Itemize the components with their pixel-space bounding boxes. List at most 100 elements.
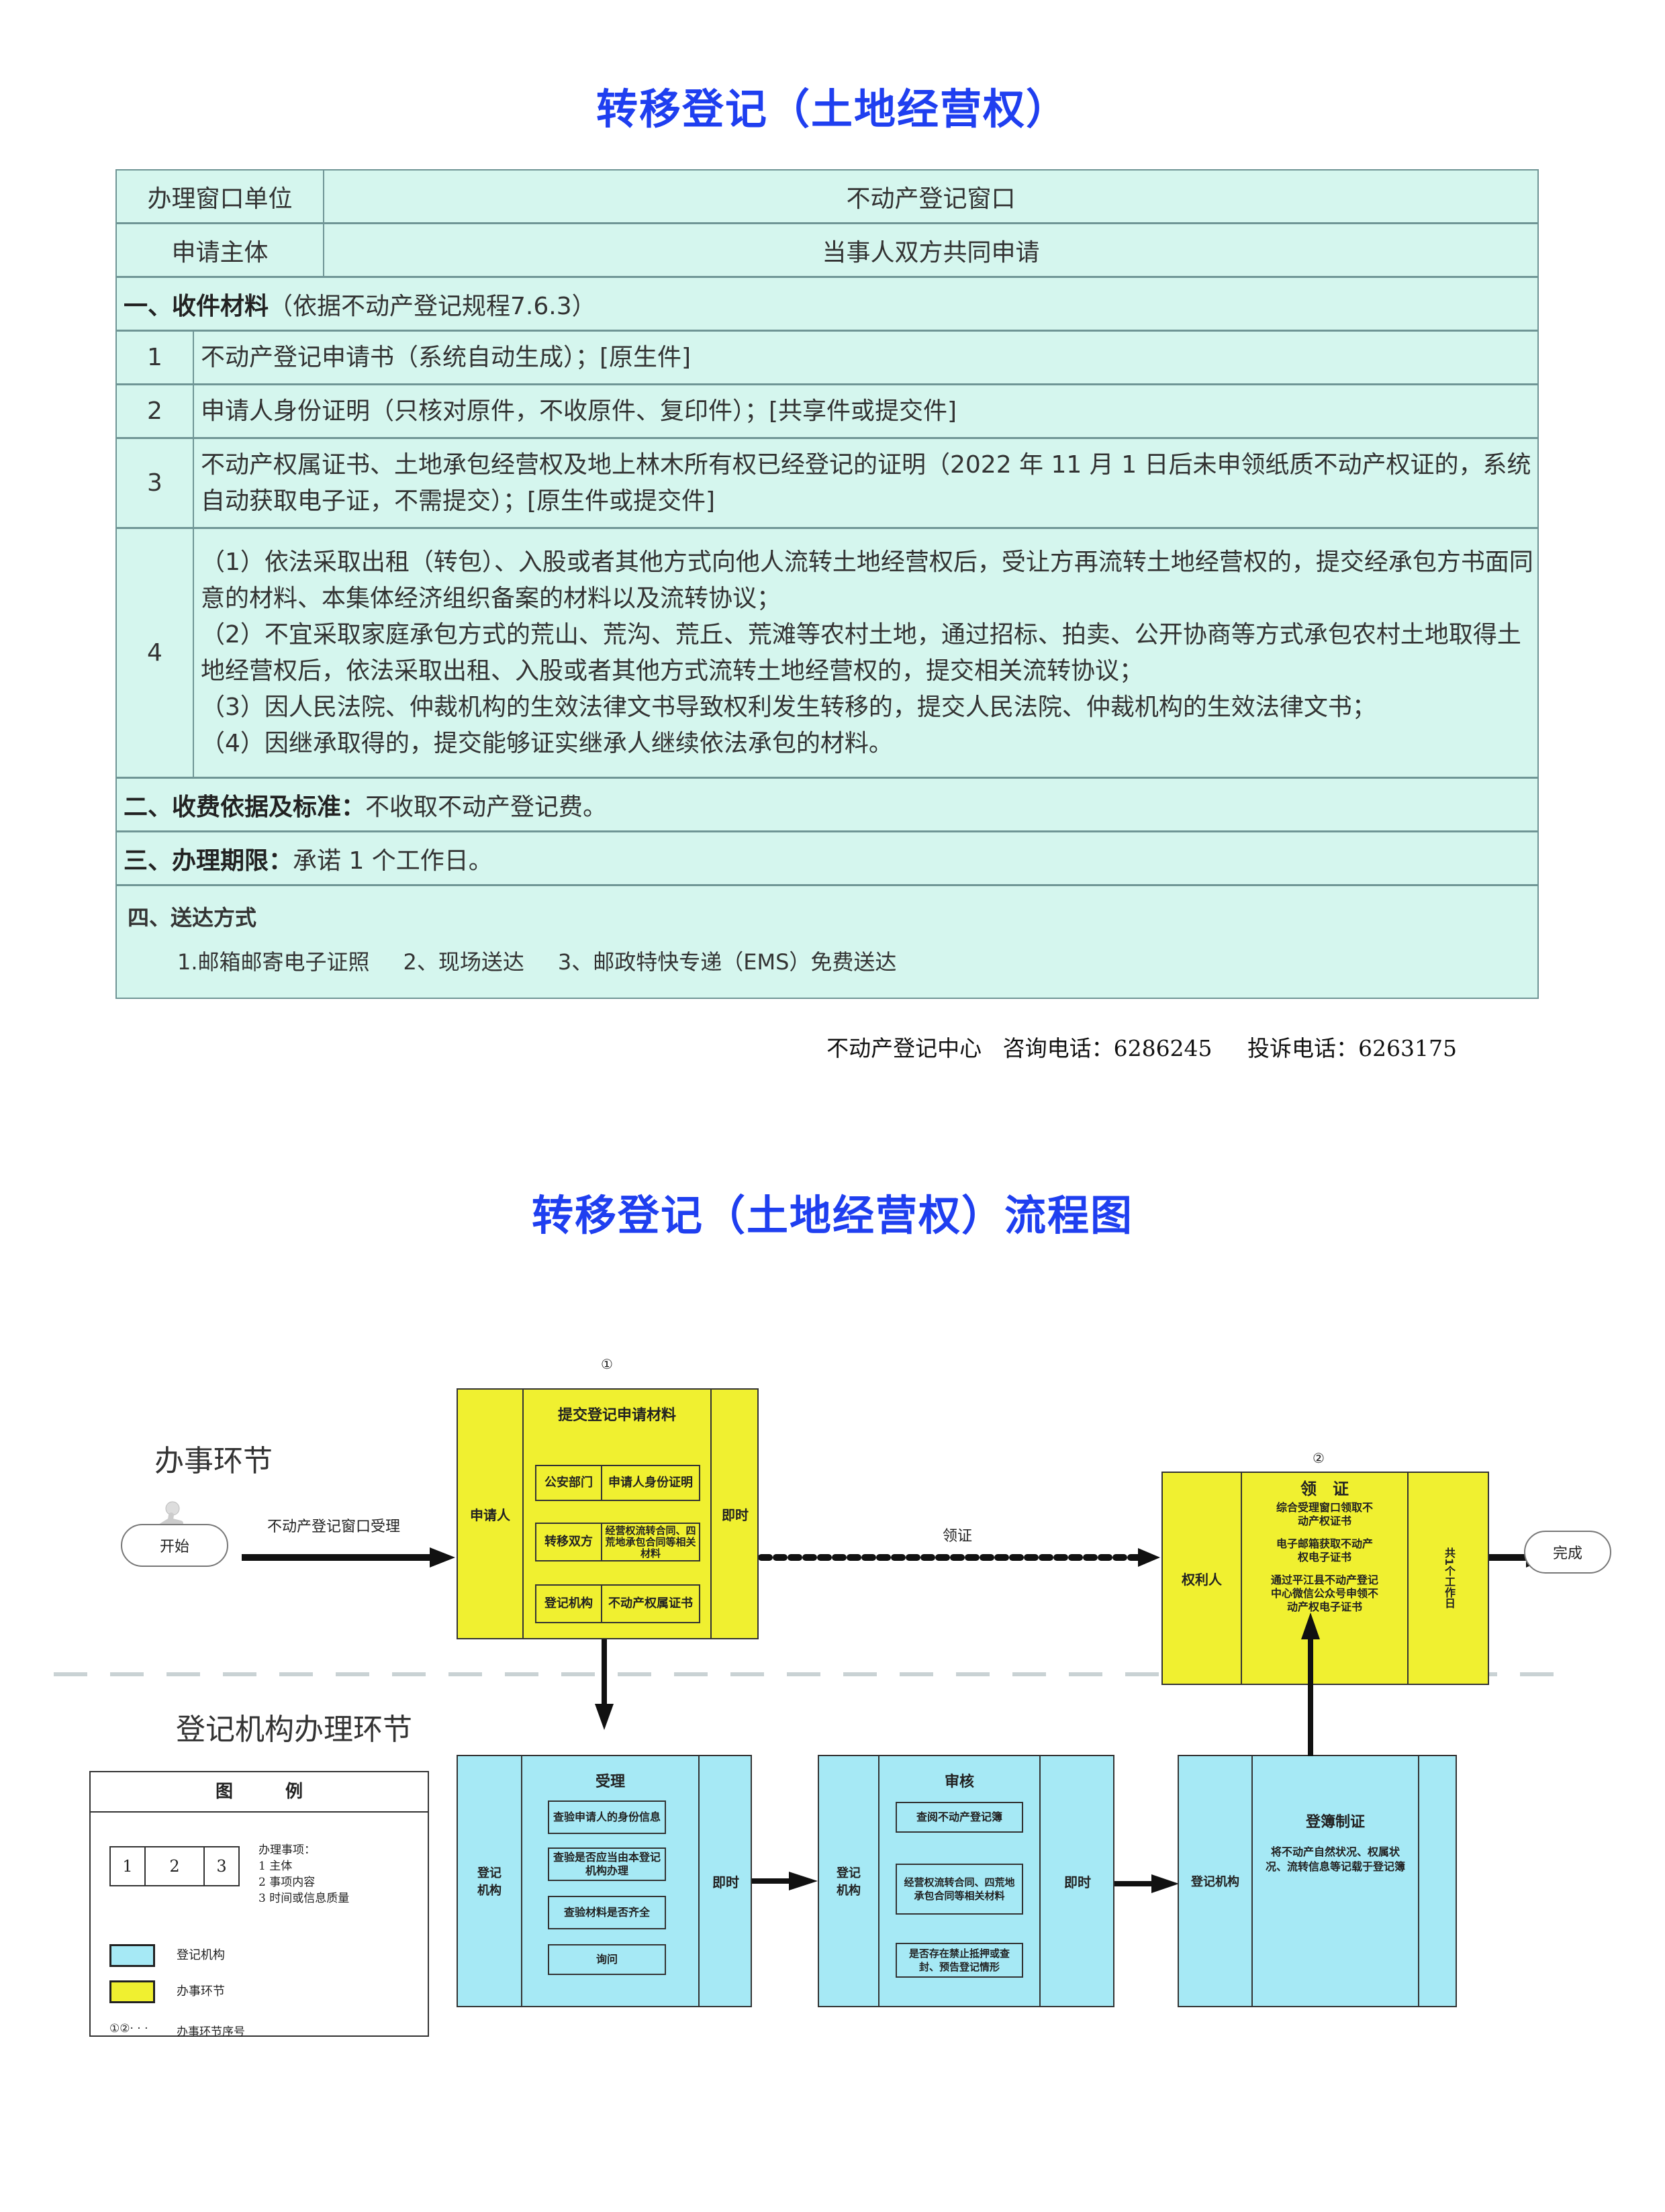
- consult-phone: 咨询电话：6286245: [1002, 1035, 1212, 1061]
- lane-label-bottom: 登记机构办理环节: [176, 1713, 412, 1747]
- accept-item: 询问: [548, 1944, 666, 1975]
- legend-swatch-blue: [109, 1944, 155, 1967]
- item-who: 转移双方: [536, 1524, 602, 1560]
- arrow-step1-to-step2: [759, 1548, 1160, 1567]
- review-item: 经营权流转合同、四荒地承包合同等相关材料: [896, 1864, 1023, 1915]
- material-subitem: （1）依法采取出租（转包）、入股或者其他方式向他人流转土地经营权后，受让方再流转…: [201, 548, 1533, 612]
- legend-item-list: 办理事项： 1 主体 2 事项内容 3 时间或信息质量: [258, 1842, 349, 1907]
- step1-seq: ①: [601, 1356, 613, 1372]
- table-row: 办理窗口单位 不动产登记窗口: [117, 171, 1537, 224]
- legend-blue-label: 登记机构: [177, 1948, 225, 1962]
- material-text: 不动产权属证书、土地承包经营权及地上林木所有权已经登记的证明（2022 年 11…: [201, 450, 1531, 515]
- legend-swatch-yellow: [109, 1980, 155, 2003]
- value-applicant: 当事人双方共同申请: [822, 238, 1040, 267]
- delivery-option: 2、现场送达: [403, 949, 524, 975]
- section2-heading: 二、收费依据及标准：: [124, 793, 366, 821]
- accept-time: 即时: [712, 1874, 739, 1890]
- start-node: 开始: [121, 1524, 228, 1567]
- legend-item-heading: 办理事项：: [258, 1843, 316, 1857]
- material-number: 1: [117, 332, 194, 383]
- material-number: 4: [117, 529, 194, 777]
- info-table: 办理窗口单位 不动产登记窗口 申请主体 当事人双方共同申请 一、收件材料（依据不…: [115, 169, 1539, 999]
- step1-item: 公安部门 申请人身份证明: [535, 1465, 700, 1501]
- item-what: 申请人身份证明: [608, 1476, 693, 1490]
- item-who: 登记机构: [536, 1586, 602, 1622]
- review-item: 是否存在禁止抵押或查封、预告登记情形: [896, 1943, 1023, 1978]
- step2-subject: 权利人: [1163, 1473, 1242, 1684]
- step2-time: 共1个工作日: [1443, 1547, 1456, 1609]
- material-number: 2: [117, 385, 194, 437]
- accept-item: 查验材料是否齐全: [548, 1896, 666, 1929]
- accept-box: 登记机构 受理 即时 查验申请人的身份信息 查验是否应当由本登记机构办理 查验材…: [457, 1755, 752, 2007]
- table-row: 申请主体 当事人双方共同申请: [117, 224, 1537, 278]
- material-row: 3 不动产权属证书、土地承包经营权及地上林木所有权已经登记的证明（2022 年 …: [117, 439, 1537, 529]
- step1-box: 申请人 提交登记申请材料 即时 公安部门 申请人身份证明 转移双方 经营权流转合…: [457, 1388, 759, 1639]
- step1-subject: 申请人: [458, 1390, 524, 1638]
- accept-subject: 登记机构: [458, 1756, 522, 2006]
- step1-time: 即时: [722, 1506, 749, 1523]
- arrow-label-window: 不动产登记窗口受理: [267, 1519, 401, 1535]
- accept-title: 受理: [595, 1774, 625, 1790]
- step1-content: 提交登记申请材料: [524, 1390, 712, 1638]
- step2-line: 通过平江县不动产登记中心微信公众号申领不动产权电子证书: [1270, 1574, 1378, 1613]
- step2-title: 领 证: [1300, 1480, 1349, 1498]
- legend-cell: 1: [111, 1847, 146, 1885]
- review-item: 查阅不动产登记簿: [896, 1802, 1023, 1833]
- lane-label-top: 办事环节: [154, 1444, 273, 1478]
- material-subitem: （3）因人民法院、仲裁机构的生效法律文书导致权利发生转移的，提交人民法院、仲裁机…: [201, 693, 1376, 721]
- material-text: 申请人身份证明（只核对原件，不收原件、复印件）；[共享件或提交件]: [201, 397, 957, 425]
- review-title: 审核: [944, 1774, 974, 1790]
- legend-cells: 1 2 3: [109, 1846, 240, 1886]
- material-subitem: （4）因继承取得的，提交能够证实继承人继续依法承包的材料。: [201, 729, 893, 757]
- record-desc: 将不动产自然状况、权属状况、流转信息等记载于登记簿: [1265, 1845, 1405, 1873]
- review-box: 登记机构 审核 即时 查阅不动产登记簿 经营权流转合同、四荒地承包合同等相关材料…: [818, 1755, 1114, 2007]
- legend-item: 2 事项内容: [258, 1876, 316, 1889]
- arrow-step1-to-accept: [595, 1639, 614, 1730]
- end-node: 完成: [1524, 1531, 1611, 1574]
- step2-seq: ②: [1313, 1450, 1325, 1466]
- arrow-record-to-step2: [1301, 1613, 1320, 1756]
- review-time: 即时: [1064, 1874, 1091, 1890]
- step1-item: 转移双方 经营权流转合同、四荒地承包合同等相关材料: [535, 1523, 700, 1561]
- legend-seq-label: 办事环节序号: [177, 2025, 245, 2039]
- accept-item: 查验申请人的身份信息: [548, 1800, 666, 1834]
- legend-title: 图 例: [91, 1772, 428, 1813]
- legend-seq-symbol: ①②· · ·: [109, 2022, 148, 2035]
- delivery-options: 1.邮箱邮寄电子证照 2、现场送达 3、邮政特快专递（EMS）免费送达: [117, 932, 1537, 976]
- record-box: 登记机构 登簿制证 将不动产自然状况、权属状况、流转信息等记载于登记簿: [1178, 1755, 1457, 2007]
- step2-line: 综合受理窗口领取不动产权证书: [1276, 1501, 1373, 1527]
- step1-title: 提交登记申请材料: [557, 1407, 676, 1424]
- item-what: 不动产权属证书: [608, 1596, 693, 1610]
- step2-box: 权利人 领 证 综合受理窗口领取不动产权证书 电子邮箱获取不动产权电子证书 通过…: [1161, 1472, 1489, 1685]
- item-what: 经营权流转合同、四荒地承包合同等相关材料: [605, 1524, 696, 1559]
- step2-content: 领 证 综合受理窗口领取不动产权证书 电子邮箱获取不动产权电子证书 通过平江县不…: [1242, 1473, 1409, 1684]
- review-subject: 登记机构: [819, 1756, 879, 2006]
- arrow-start-to-step1: [242, 1547, 455, 1568]
- material-text: （1）依法采取出租（转包）、入股或者其他方式向他人流转土地经营权后，受让方再流转…: [194, 544, 1537, 762]
- section1-note: （依据不动产登记规程7.6.3）: [269, 292, 596, 320]
- section3-text: 承诺 1 个工作日。: [293, 847, 493, 875]
- material-number: 3: [117, 439, 194, 527]
- section-fee: 二、收费依据及标准：不收取不动产登记费。: [117, 779, 1537, 832]
- delivery-option: 3、邮政特快专递（EMS）免费送达: [557, 949, 897, 975]
- flow-title: 转移登记（土地经营权）流程图: [531, 1191, 1133, 1240]
- section3-heading: 三、办理期限：: [124, 847, 293, 875]
- record-content: 登簿制证 将不动产自然状况、权属状况、流转信息等记载于登记簿: [1253, 1756, 1419, 2006]
- section2-text: 不收取不动产登记费。: [365, 793, 608, 821]
- record-title: 登簿制证: [1305, 1814, 1365, 1831]
- complaint-phone: 投诉电话：6263175: [1247, 1035, 1457, 1061]
- material-subitem: （2）不宜采取家庭承包方式的荒山、荒沟、荒丘、荒滩等农村土地，通过招标、拍卖、公…: [201, 620, 1521, 685]
- page-title: 转移登记（土地经营权）: [596, 85, 1069, 134]
- legend-yellow-label: 办事环节: [177, 1984, 225, 1999]
- legend-item: 1 主体: [258, 1860, 293, 1873]
- accept-item: 查验是否应当由本登记机构办理: [548, 1847, 666, 1881]
- step2-line: 电子邮箱获取不动产权电子证书: [1276, 1537, 1373, 1564]
- review-content: 审核: [879, 1756, 1041, 2006]
- label-window-unit: 办理窗口单位: [117, 171, 324, 222]
- arrow-label-collect: 领证: [943, 1528, 973, 1545]
- item-who: 公安部门: [536, 1466, 602, 1500]
- legend: 图 例 1 2 3 办理事项： 1 主体 2 事项内容 3 时间或信息质量 登记…: [89, 1771, 429, 2039]
- arrow-review-to-record: [1114, 1874, 1179, 1893]
- record-subject: 登记机构: [1179, 1756, 1253, 2006]
- accept-content: 受理: [522, 1756, 700, 2006]
